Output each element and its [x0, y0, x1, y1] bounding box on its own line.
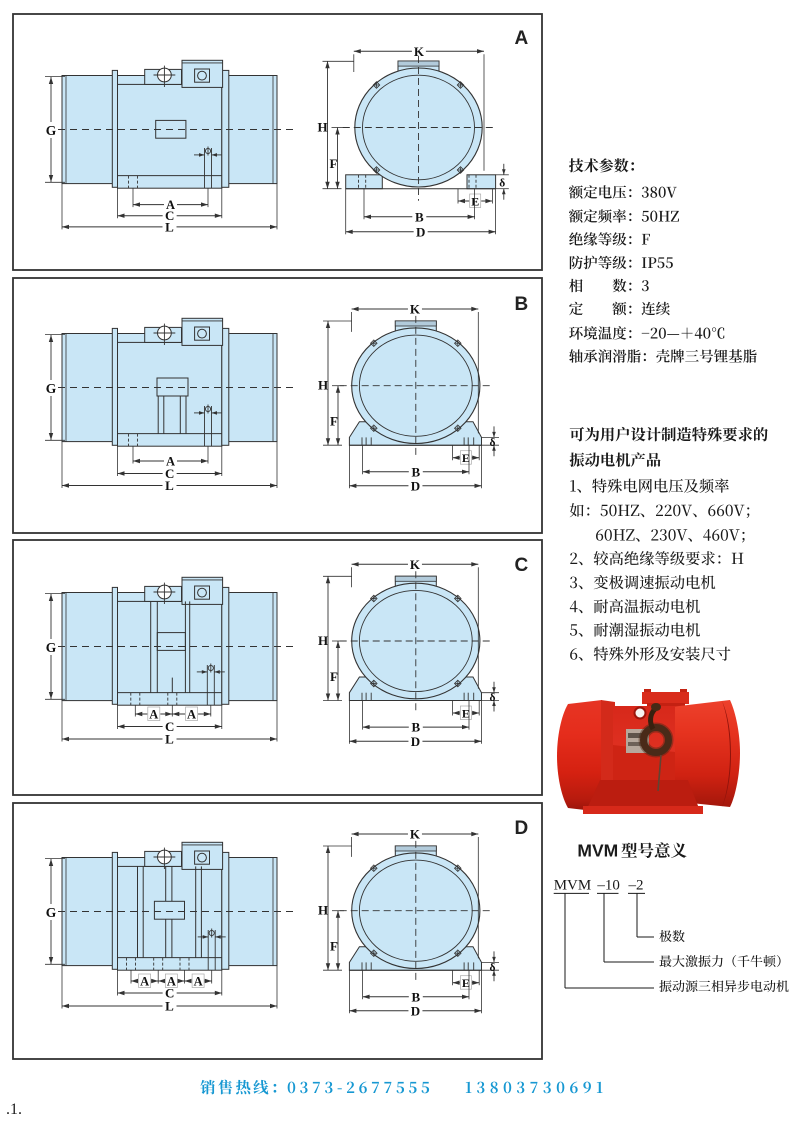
svg-text:H: H — [317, 120, 327, 135]
svg-text:C: C — [165, 719, 174, 734]
svg-text:H: H — [318, 903, 328, 918]
svg-text:D: D — [411, 478, 420, 493]
svg-text:L: L — [165, 999, 174, 1014]
svg-text:C: C — [165, 986, 174, 1001]
svg-text:D: D — [515, 818, 529, 839]
svg-text:B: B — [415, 209, 424, 224]
svg-text:MVM: MVM — [577, 841, 618, 861]
svg-text:–10: –10 — [596, 878, 620, 894]
svg-text:E: E — [462, 707, 470, 721]
svg-text:C: C — [165, 208, 174, 223]
svg-text:–2: –2 — [628, 878, 644, 894]
svg-text:K: K — [410, 302, 421, 317]
svg-text:K: K — [410, 827, 421, 842]
svg-text:G: G — [46, 905, 57, 920]
svg-text:A: A — [149, 708, 158, 722]
svg-text:E: E — [471, 195, 479, 209]
svg-text:δ: δ — [490, 437, 496, 449]
svg-text:L: L — [165, 732, 174, 747]
svg-text:A: A — [166, 455, 175, 469]
svg-text:G: G — [46, 640, 57, 655]
svg-text:A: A — [515, 28, 529, 49]
svg-text:A: A — [167, 975, 176, 989]
svg-text:G: G — [46, 381, 57, 396]
svg-text:L: L — [165, 219, 174, 234]
svg-text:B: B — [411, 720, 420, 735]
svg-text:F: F — [330, 413, 338, 428]
svg-text:K: K — [410, 557, 421, 572]
svg-text:B: B — [515, 294, 529, 315]
svg-text:C: C — [515, 555, 529, 576]
svg-text:δ: δ — [499, 177, 505, 189]
svg-text:F: F — [330, 669, 338, 684]
svg-text:H: H — [318, 633, 328, 648]
svg-text:A: A — [166, 198, 175, 212]
svg-text:B: B — [411, 989, 420, 1004]
svg-text:G: G — [46, 123, 57, 138]
svg-text:L: L — [165, 478, 174, 493]
svg-text:A: A — [187, 708, 196, 722]
svg-text:A: A — [140, 975, 149, 989]
svg-text:K: K — [414, 44, 425, 59]
svg-text:F: F — [330, 156, 338, 171]
svg-text:MVM: MVM — [554, 878, 592, 894]
svg-text:B: B — [411, 464, 420, 479]
svg-text:δ: δ — [490, 692, 496, 704]
svg-text:D: D — [411, 1003, 420, 1018]
svg-text:δ: δ — [490, 962, 496, 974]
svg-text:H: H — [318, 378, 328, 393]
svg-text:D: D — [411, 734, 420, 749]
svg-text:D: D — [416, 224, 425, 239]
svg-text:A: A — [194, 975, 203, 989]
svg-text:.1.: .1. — [6, 1101, 22, 1118]
svg-text:E: E — [462, 451, 470, 465]
svg-text:F: F — [330, 938, 338, 953]
svg-text:C: C — [165, 466, 174, 481]
svg-text:E: E — [462, 976, 470, 990]
